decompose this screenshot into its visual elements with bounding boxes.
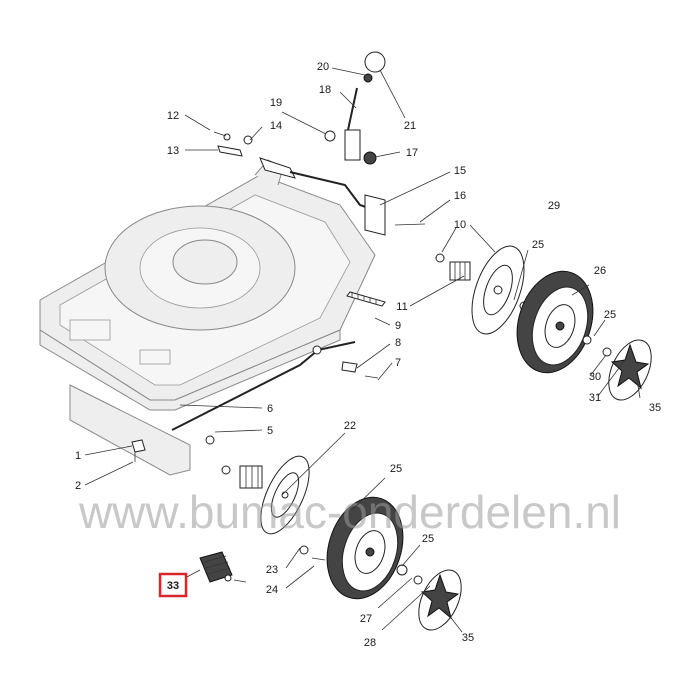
linkage-rod — [131, 341, 379, 462]
part-number-label: 31 — [589, 392, 601, 404]
watermark-text: www.bumac-onderdelen.nl — [78, 486, 621, 538]
part-number-label: 25 — [422, 533, 434, 545]
front-wheel-gear — [199, 551, 247, 583]
part-number-label: 20 — [317, 61, 329, 73]
part-number-label: 8 — [395, 337, 401, 349]
part-number-label: 11 — [396, 301, 407, 313]
part-number-label: 25 — [604, 309, 616, 321]
highlight-box — [158, 572, 188, 598]
highlighted-part-33: 33 — [158, 572, 188, 598]
part-number-label: 26 — [594, 265, 606, 277]
rear-wheel-disc — [471, 245, 525, 335]
part-number-label: 35 — [649, 402, 661, 414]
front-hubcap — [418, 569, 462, 631]
part-number-label: 1 — [75, 450, 81, 462]
part-numbers: 1 2 5 6 7 8 9 10 11 12 13 14 15 16 17 18… — [75, 61, 661, 649]
part-number-label: 29 — [548, 200, 560, 212]
part-number-label: 22 — [344, 420, 356, 432]
front-wheel-disc — [260, 455, 310, 535]
part-number-label: 16 — [454, 190, 466, 202]
part-number-label: 6 — [267, 403, 273, 415]
height-adjuster-assembly — [213, 51, 426, 236]
part-number-label: 21 — [404, 120, 416, 132]
part-number-label: 2 — [75, 480, 81, 492]
part-number-label: 25 — [390, 463, 402, 475]
part-number-label: 13 — [167, 145, 179, 157]
part-number-label: 12 — [167, 110, 179, 122]
part-number-label: 24 — [266, 584, 278, 596]
rear-wheel — [516, 270, 612, 374]
part-number-label: 14 — [270, 120, 282, 132]
part-number-label: 19 — [270, 97, 282, 109]
rear-axle-parts — [346, 253, 471, 307]
part-number-label: 7 — [395, 357, 401, 369]
part-number-label: 17 — [406, 147, 418, 159]
part-number-label: 33 — [167, 580, 179, 592]
front-axle-parts — [221, 465, 263, 489]
part-number-label: 27 — [360, 613, 372, 625]
part-number-label: 25 — [532, 239, 544, 251]
rear-hubcap — [608, 339, 652, 401]
part-number-label: 18 — [319, 84, 331, 96]
part-number-label: 28 — [364, 637, 376, 649]
part-number-label: 23 — [266, 564, 278, 576]
mower-deck — [39, 159, 376, 476]
part-number-label: 35 — [462, 632, 474, 644]
part-number-label: 15 — [454, 165, 466, 177]
part-number-label: 10 — [454, 219, 466, 231]
part-number-label: 5 — [267, 425, 273, 437]
front-wheel — [299, 496, 423, 600]
part-number-label: 30 — [589, 371, 601, 383]
part-number-label: 9 — [395, 320, 401, 332]
leader-lines — [84, 67, 641, 633]
